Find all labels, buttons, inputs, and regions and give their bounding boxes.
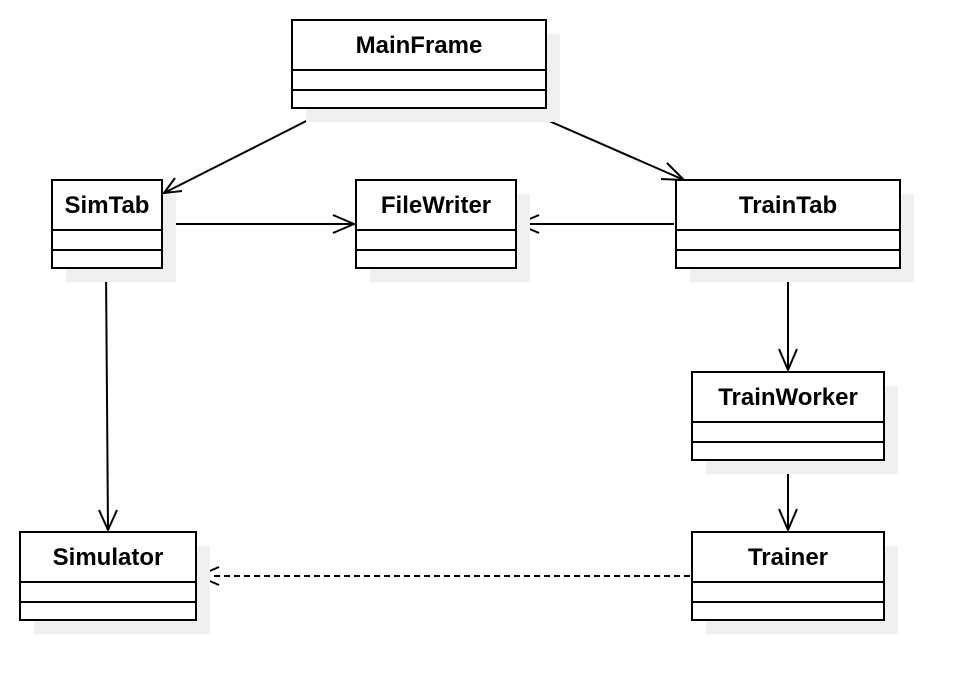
edge-simtab-to-filewriter	[164, 214, 357, 234]
class-box-traintab[interactable]: TrainTab	[675, 179, 914, 282]
class-box-filewriter[interactable]: FileWriter	[355, 179, 530, 282]
class-name-trainworker: TrainWorker	[718, 384, 858, 411]
class-box-mainframe[interactable]: MainFrame	[291, 19, 560, 122]
class-name-traintab: TrainTab	[739, 192, 837, 219]
class-box-trainer[interactable]: Trainer	[691, 531, 898, 634]
class-name-mainframe: MainFrame	[356, 32, 483, 59]
class-name-trainer: Trainer	[748, 544, 828, 571]
edge-trainer-to-simulator-dependency	[195, 566, 690, 586]
edge-simtab-to-simulator	[98, 269, 118, 533]
class-box-trainworker[interactable]: TrainWorker	[691, 371, 898, 474]
edge-traintab-to-filewriter	[515, 214, 674, 234]
edge-mainframe-to-simtab	[161, 109, 329, 195]
class-name-simtab: SimTab	[65, 192, 150, 219]
class-box-simulator[interactable]: Simulator	[19, 531, 210, 634]
class-box-simtab[interactable]: SimTab	[51, 179, 176, 282]
class-name-simulator: Simulator	[53, 544, 164, 571]
class-name-filewriter: FileWriter	[381, 192, 491, 219]
edge-traintab-to-trainworker	[778, 270, 798, 373]
